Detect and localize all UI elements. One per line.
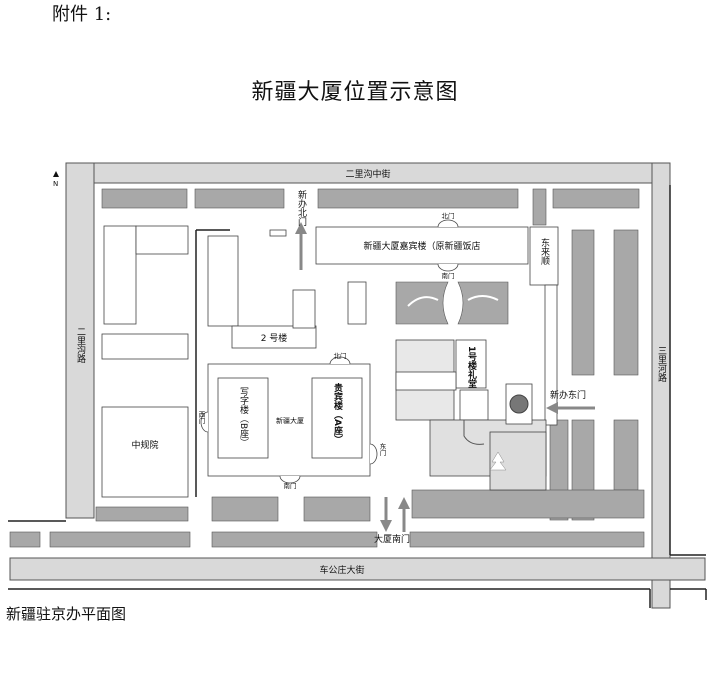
- round-feature: [509, 394, 529, 414]
- boundary-lines: [8, 185, 707, 608]
- office-b-label: 写字楼（B座）: [238, 387, 249, 447]
- west-gate-label: 西门: [197, 411, 205, 426]
- north-gate-top-label: 北门: [442, 211, 455, 220]
- road-south: [9, 557, 706, 581]
- east-gate-label: 东门: [378, 442, 386, 458]
- attachment-label: 附件 1:: [52, 4, 112, 25]
- road-north-label: 二里沟中街: [345, 168, 390, 180]
- tower-south-label: 大厦南门: [374, 533, 410, 545]
- road-south-label: 车公庄大街: [319, 564, 364, 576]
- hall-label: 1号楼礼堂: [466, 346, 477, 388]
- xinban-east-label: 新办东门: [550, 389, 586, 401]
- south-gate-mid-label: 南门: [284, 481, 297, 490]
- zhonggui-label: 中规院: [131, 439, 158, 451]
- vip-a-label: 贵宾楼（A座）: [332, 382, 344, 444]
- xinjiang-tower-label: 新疆大厦: [276, 416, 304, 425]
- roads: [9, 162, 706, 609]
- dongliashun-label: 东来顺: [539, 237, 550, 266]
- guesthouse-label: 新疆大厦嘉宾楼（原新疆饭店: [363, 240, 480, 252]
- road-east: [651, 162, 671, 609]
- tree-icon: [489, 451, 507, 471]
- xinban-north-label: 新办北门: [296, 189, 307, 227]
- arrows: [295, 222, 595, 532]
- gate-marks: [200, 219, 459, 484]
- north-arrow-icon: [53, 171, 59, 177]
- road-west: [65, 162, 95, 519]
- map-caption: 新疆驻京办平面图: [6, 605, 127, 623]
- south-gate-top-label: 南门: [442, 271, 455, 280]
- plaza-shapes: [395, 281, 509, 325]
- map-title: 新疆大厦位置示意图: [251, 80, 459, 105]
- road-east-label: 三里河路: [656, 346, 667, 383]
- north-gate-mid-label: 北门: [334, 351, 347, 360]
- light-blocks: [101, 225, 559, 498]
- road-west-label: 二里沟路: [75, 327, 86, 364]
- north-label: N: [53, 180, 58, 188]
- dark-blocks: [9, 188, 645, 548]
- building2-label: 2 号楼: [261, 332, 288, 344]
